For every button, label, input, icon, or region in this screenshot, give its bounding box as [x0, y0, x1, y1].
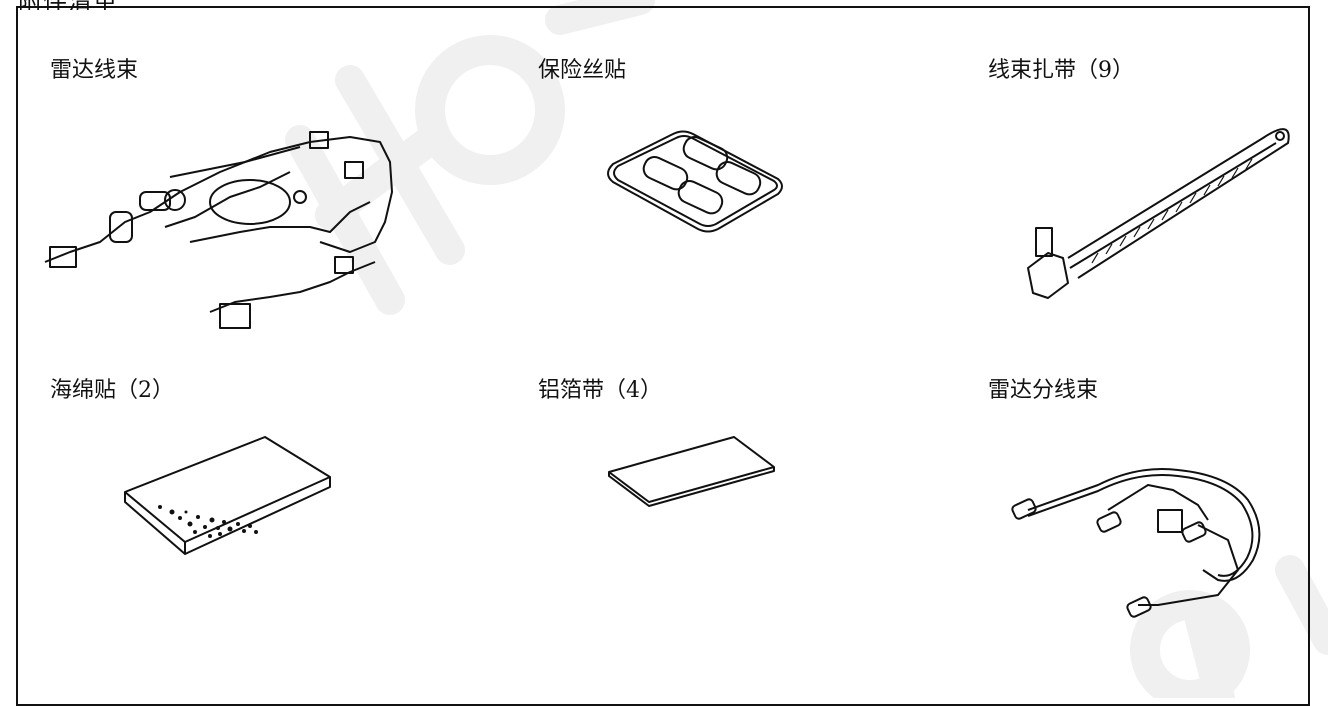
part-radar-sub-harness: 雷达分线束 [988, 372, 1298, 632]
part-aluminum-foil-tape: 铝箔带（4） [538, 372, 838, 592]
part-label: 海绵贴（2） [50, 378, 174, 403]
cable-tie-icon [1027, 128, 1290, 299]
sponge-pad-icon [124, 436, 331, 555]
part-cable-tie: 线束扎带（9） [988, 52, 1298, 312]
radar-harness-icon [44, 131, 393, 329]
fuse-sticker-icon [607, 130, 783, 233]
radar-sub-harness-icon [1011, 468, 1261, 618]
part-radar-harness: 雷达线束 [44, 52, 450, 329]
part-fuse-sticker: 保险丝贴 [538, 52, 838, 312]
part-label: 铝箔带（4） [538, 378, 662, 403]
part-label: 线束扎带（9） [988, 58, 1134, 83]
section-heading: 附件清单 [0, 0, 1328, 10]
aluminum-foil-tape-icon [608, 436, 775, 507]
section-heading-text: 附件清单 [18, 0, 118, 10]
part-label: 雷达分线束 [988, 378, 1099, 403]
part-label: 雷达线束 [50, 58, 139, 83]
part-label: 保险丝贴 [538, 58, 627, 83]
part-sponge-pad: 海绵贴（2） [50, 372, 370, 592]
